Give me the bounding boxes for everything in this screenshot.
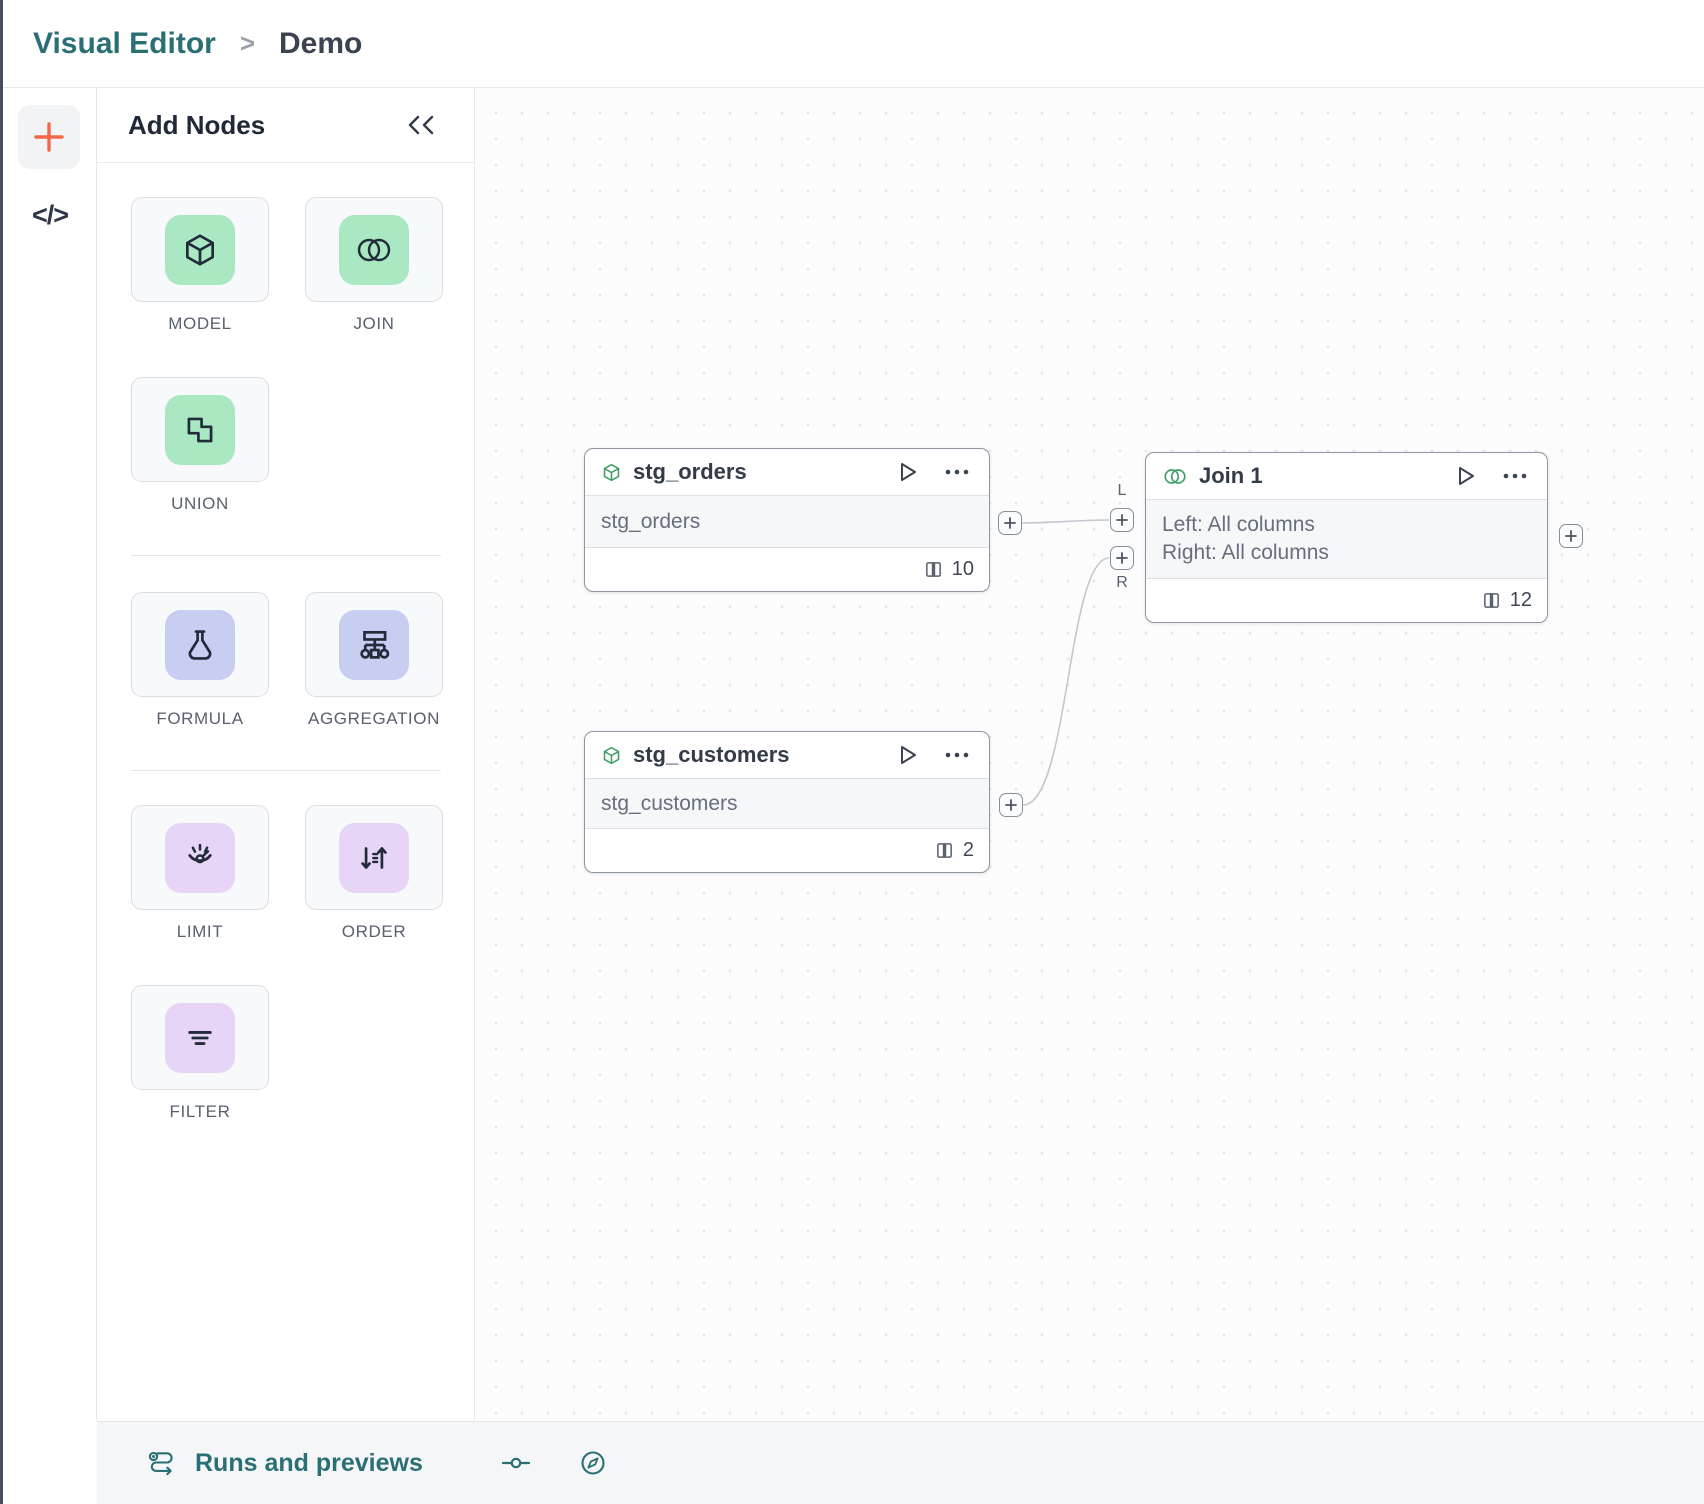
play-icon [1459,467,1474,485]
runs-icon [148,1451,173,1476]
cube-icon [601,462,622,483]
run-node-button[interactable] [898,461,918,483]
join-left-port-label: L [1117,482,1127,499]
breadcrumb-current-demo: Demo [279,26,363,60]
union-icon [187,417,213,442]
columns-count: 12 [1509,589,1532,611]
add-nodes-panel: Add Nodes MODEL JOIN [97,88,475,1421]
compass-icon[interactable] [579,1449,607,1477]
panel-header: Add Nodes [97,88,474,163]
node-header: Join 1 [1146,453,1547,499]
palette-tile-model[interactable]: MODEL [131,197,269,333]
node-subtitle: stg_orders [585,495,989,548]
plus-icon [1565,530,1577,542]
plus-icon [1116,514,1128,526]
palette-tile-order[interactable]: ORDER [305,805,443,941]
flask-icon [188,629,212,660]
palette-tile-label: JOIN [353,314,395,333]
columns-count: 10 [951,558,974,580]
join-left-columns: Left: All columns [1162,513,1315,536]
palette-tile-formula[interactable]: FORMULA [131,592,269,728]
palette-tile-label: UNION [171,494,229,513]
play-icon [901,463,916,481]
node-subtitle: stg_customers [585,778,989,829]
breadcrumb-separator: > [239,28,256,58]
ellipsis-icon [1503,473,1527,479]
runs-and-previews-button[interactable]: Runs and previews [147,1449,423,1478]
join-right-port-label: R [1116,574,1128,591]
plus-icon [34,122,64,152]
node-title: stg_orders [633,459,747,484]
columns-icon [1483,593,1499,608]
palette-tile-join[interactable]: JOIN [305,197,443,333]
node-header: stg_orders [585,449,989,495]
window-edge [0,0,3,1504]
filter-icon [188,1030,212,1045]
bottom-bar: Runs and previews [97,1421,1704,1504]
left-toolbar: </> [3,88,97,1421]
venn-icon [1162,467,1188,486]
plus-icon [1116,552,1128,564]
palette-tile-label: MODEL [168,314,232,333]
sort-icon [361,846,387,869]
commit-icon[interactable] [501,1451,531,1475]
palette-tile-label: FORMULA [156,709,244,728]
node-menu-button[interactable] [945,752,969,758]
palette-divider [131,555,441,556]
runs-and-previews-label: Runs and previews [195,1448,423,1477]
palette-tile-aggregation[interactable]: AGGREGATION [305,592,443,728]
node-join-1[interactable]: Join 1 Left: All columns R [1145,452,1548,623]
palette-tile-label: ORDER [341,922,407,941]
node-stg-orders[interactable]: stg_orders stg_orders [584,448,990,592]
venn-icon [357,238,391,261]
ellipsis-icon [945,469,969,475]
columns-icon [936,843,952,858]
double-chevron-left-icon [408,115,434,135]
node-menu-button[interactable] [1503,473,1527,479]
cube-icon [601,745,622,766]
palette-divider [131,770,441,771]
palette-tile-union[interactable]: UNION [131,377,269,513]
node-footer: 12 [1146,579,1547,622]
plus-icon [1005,799,1017,811]
node-stg-customers[interactable]: stg_customers stg_customers [584,731,990,873]
palette-tile-label: AGGREGATION [308,709,440,728]
collapse-panel-button[interactable] [406,113,436,137]
panel-title: Add Nodes [128,109,266,140]
node-menu-button[interactable] [945,469,969,475]
palette-tile-limit[interactable]: LIMIT [131,805,269,941]
palette-tile-label: LIMIT [176,922,224,941]
sitemap-icon [360,630,390,659]
join-config-summary: Left: All columns Right: All columns [1146,499,1547,579]
node-footer: 2 [585,829,989,872]
join-output-port[interactable] [1559,524,1583,548]
node-title: stg_customers [633,742,790,767]
columns-icon [925,562,941,577]
node-title: Join 1 [1199,463,1263,488]
top-header: Visual Editor > Demo [0,0,1704,88]
join-right-columns: Right: All columns [1162,541,1329,564]
gauge-icon [188,843,212,863]
cube-icon [185,233,215,266]
add-node-button[interactable] [18,105,80,169]
breadcrumb-visual-editor[interactable]: Visual Editor [33,26,216,60]
palette-tile-label: FILTER [169,1102,231,1121]
palette-tile-filter[interactable]: FILTER [131,985,269,1121]
run-node-button[interactable] [1456,465,1476,487]
play-icon [901,746,916,764]
run-node-button[interactable] [898,744,918,766]
stg-orders-output-port[interactable] [998,511,1022,535]
plus-icon [1004,517,1016,529]
ellipsis-icon [945,752,969,758]
columns-count: 2 [962,839,974,861]
code-view-button[interactable]: </> [31,200,69,230]
join-left-input-port[interactable] [1110,508,1134,532]
join-right-input-port[interactable] [1110,546,1134,570]
stg-customers-output-port[interactable] [999,793,1023,817]
node-footer: 10 [585,548,989,591]
flow-canvas[interactable]: stg_orders stg_orders [475,88,1704,1421]
node-header: stg_customers [585,732,989,778]
